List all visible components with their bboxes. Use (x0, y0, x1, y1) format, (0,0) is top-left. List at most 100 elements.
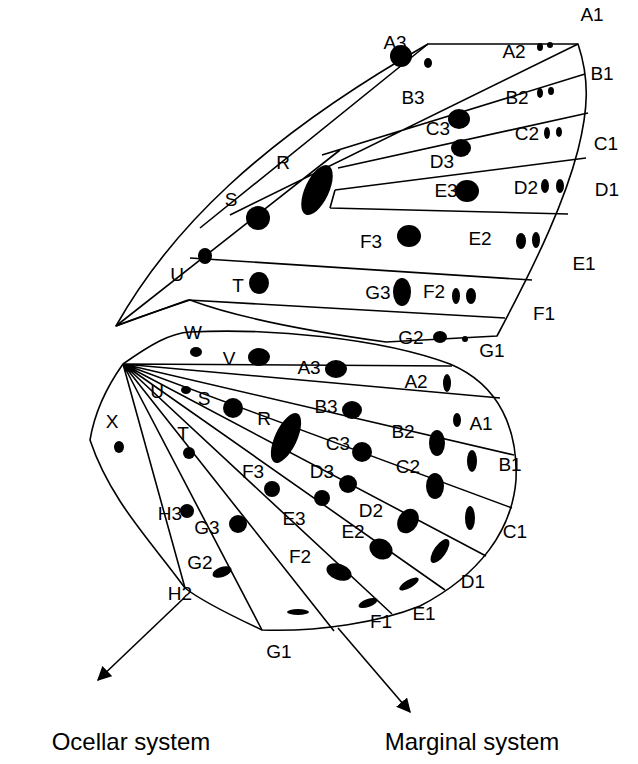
spot-label: A1 (580, 5, 603, 24)
spot-label: D1 (461, 572, 485, 591)
spot-label: E1 (572, 254, 595, 273)
spot-label: H3 (158, 504, 182, 523)
spot-label: C3 (426, 119, 450, 138)
spot-label: W (184, 323, 202, 342)
spot-label: A2 (502, 42, 525, 61)
spot-label: B2 (505, 88, 528, 107)
wing-spot (426, 473, 444, 499)
wing-spot (393, 278, 411, 306)
wing-spot (265, 409, 308, 467)
spot-label: D2 (359, 501, 383, 520)
spot-label: H2 (168, 584, 192, 603)
wing-spot (452, 288, 460, 304)
spot-label: X (106, 412, 119, 431)
wing-spot (342, 401, 362, 419)
wing-spot (264, 481, 280, 497)
spot-label: C1 (594, 134, 618, 153)
spot-label: A3 (297, 358, 320, 377)
wing-spot (532, 232, 540, 248)
spot-label: G2 (187, 553, 212, 572)
spot-label: A2 (404, 372, 427, 391)
spot-label: G3 (365, 283, 390, 302)
spot-label: G1 (479, 341, 504, 360)
wing-spot (427, 536, 453, 566)
wing-spot (433, 331, 447, 343)
wing-spot (467, 450, 477, 472)
wing-spot (397, 575, 420, 593)
wing-spot (393, 505, 423, 538)
spot-label: D3 (430, 152, 454, 171)
wing-spot (537, 88, 543, 98)
wing-spot (181, 386, 191, 394)
spot-label: B1 (590, 64, 613, 83)
wing-spot (453, 413, 461, 427)
spot-label: E2 (341, 522, 364, 541)
spot-label: Marginal system (385, 730, 560, 754)
spot-label: U (150, 382, 164, 401)
spot-label: U (170, 265, 184, 284)
spot-label: S (198, 389, 211, 408)
wing-spot (448, 109, 470, 129)
wing-spot (548, 87, 554, 95)
spot-label: T (232, 276, 244, 295)
spot-label: G1 (266, 642, 291, 661)
pointer-arrow (338, 628, 410, 712)
spot-label: D2 (514, 178, 538, 197)
wing-spot (465, 506, 475, 530)
spot-label: A3 (383, 33, 406, 52)
wing-spot (295, 160, 340, 219)
wing-spot (429, 430, 445, 456)
wing-spot (466, 288, 476, 304)
spot-label: B1 (498, 455, 521, 474)
wing-spot (455, 180, 479, 202)
wing-spot (324, 560, 354, 584)
wing-spot (424, 58, 432, 68)
spot-label: F2 (289, 547, 311, 566)
wing-spot (352, 442, 372, 462)
spot-label: F2 (423, 282, 445, 301)
wing-spot (114, 441, 124, 453)
spot-label: C2 (396, 457, 420, 476)
wing-spot (287, 609, 309, 615)
wing-spot (516, 233, 526, 249)
wing-spot (325, 360, 347, 378)
forewing-veins (116, 44, 588, 326)
wing-spot (366, 534, 397, 563)
pointer-arrow (98, 598, 184, 680)
wing-spot (443, 374, 451, 392)
wing-spot (556, 127, 562, 137)
wing-spot (537, 43, 543, 51)
wing-spot (229, 515, 247, 533)
spot-label: R (257, 409, 271, 428)
spot-label: F3 (360, 232, 382, 251)
wing-spot (223, 398, 243, 418)
spot-label: S (225, 190, 238, 209)
wing-spot (462, 336, 468, 342)
spot-label: C2 (515, 124, 539, 143)
wing-spot (357, 596, 379, 610)
spot-label: D3 (310, 462, 334, 481)
wing-spot (397, 225, 421, 247)
spot-label: A1 (469, 414, 492, 433)
spot-label: V (223, 349, 236, 368)
wing-spot (547, 42, 553, 48)
wing-spot (246, 206, 270, 230)
forewing-outline (116, 44, 586, 342)
spot-label: B3 (314, 397, 337, 416)
wing-spot (556, 179, 564, 193)
spot-label: T (177, 424, 189, 443)
spot-label: E2 (468, 229, 491, 248)
spot-label: Ocellar system (52, 730, 211, 754)
spot-label: C1 (503, 522, 527, 541)
wing-spot (544, 127, 550, 139)
wing-spot (198, 248, 212, 264)
spot-label: C3 (326, 434, 350, 453)
wing-spot (190, 347, 202, 357)
spot-label: E1 (412, 604, 435, 623)
hindwing-veins (123, 364, 514, 631)
spot-label: G2 (398, 328, 423, 347)
spot-label: F3 (242, 462, 264, 481)
spot-label: F1 (533, 304, 555, 323)
